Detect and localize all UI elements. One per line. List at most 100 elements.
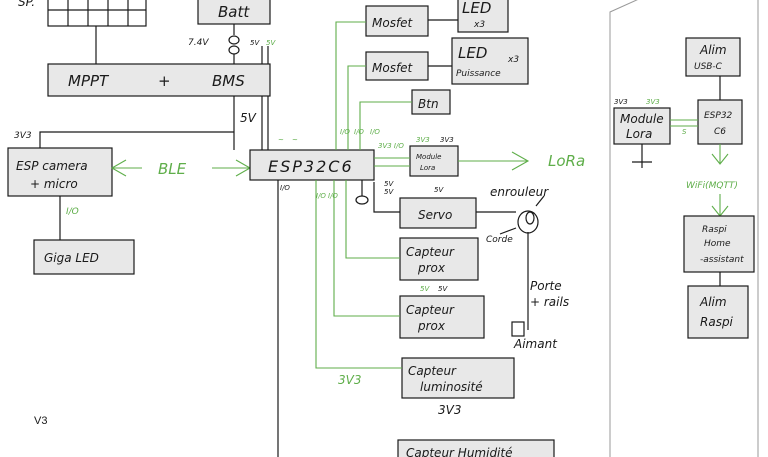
esp-camera-label: ESP camera [16, 159, 88, 173]
alim-label: Alim [699, 43, 727, 57]
esp-camera-sub-label: + micro [30, 177, 78, 191]
module-lora-sub-label: Lora [626, 127, 652, 141]
svg-text:~: ~ [278, 136, 284, 144]
svg-text:~: ~ [292, 136, 298, 144]
esp32c6-main-block: ESP32C6 [249, 149, 375, 181]
porte-label: Porte [530, 279, 562, 293]
voltage-label: 5V [240, 111, 257, 125]
svg-text:I/O: I/O [354, 128, 364, 136]
connector-icon [228, 45, 240, 55]
alim-usbc-block: Alim USB-C [685, 37, 741, 77]
aimant-label: Aimant [513, 337, 558, 351]
porte-sub-label: + rails [530, 295, 569, 309]
led-2-block: LED x3 Puissance [451, 37, 529, 85]
capteur-label: Capteur [408, 364, 457, 378]
enrouleur-label: enrouleur [490, 185, 549, 199]
connector-icon [228, 35, 240, 45]
voltage-label: 5V [250, 39, 260, 47]
voltage-label: 3V3 [440, 136, 454, 144]
winch-icon [517, 210, 539, 234]
module-lora-label: Module [620, 112, 664, 126]
module-lora-block: Module Lora [409, 145, 459, 177]
svg-text:I/O: I/O [316, 192, 326, 200]
esp32c6-right-block: ESP32 C6 [697, 99, 743, 145]
svg-text:I/O: I/O [370, 128, 380, 136]
ble-link: BLE [110, 159, 252, 178]
raspi-sub-label: Home [704, 239, 731, 249]
mosfet-2-block: Mosfet [365, 51, 429, 81]
solar-panel: SP. [18, 0, 147, 27]
battery-label: Batt [218, 3, 250, 21]
capteur-sub-label: prox [417, 319, 446, 333]
capteur-label: Capteur [406, 245, 455, 259]
esp32-sub-label: C6 [714, 127, 726, 137]
alim-raspi-block: Alim Raspi [687, 285, 749, 339]
mppt-bms-block: MPPT + BMS [47, 63, 271, 97]
ble-label: BLE [158, 160, 187, 178]
io-label: I/O [280, 184, 290, 192]
voltage-label: 3V3 [614, 98, 628, 106]
capteur-sub-label: luminosité [420, 380, 483, 394]
lora-label: LoRa [548, 152, 585, 170]
io-label: I/O [66, 207, 79, 217]
alim-sub-label: Raspi [700, 315, 734, 329]
voltage-label: 3V3 [646, 98, 660, 106]
magnet-icon [511, 321, 525, 337]
raspi-label: Raspi [702, 225, 727, 235]
mosfet-1-block: Mosfet [365, 5, 429, 37]
wifi-label: WiFi(MQTT) [686, 181, 738, 191]
led-label: LED [462, 0, 491, 17]
voltage-label: 3V3 [14, 131, 32, 141]
alim-sub-label: USB-C [694, 62, 723, 72]
capteur-humidite-block: Capteur Humidité [397, 439, 555, 457]
giga-led-block: Giga LED [33, 239, 135, 275]
svg-text:5V: 5V [384, 188, 394, 196]
led-power-label: Puissance [456, 69, 501, 79]
voltage-label: 5V [434, 186, 444, 194]
mppt-label: MPPT [68, 72, 110, 90]
svg-text:3V3 I/O: 3V3 I/O [378, 142, 404, 150]
capteur-sub-label: prox [417, 261, 446, 275]
voltage-label: 3V3 [438, 403, 461, 417]
svg-text:I/O: I/O [340, 128, 350, 136]
svg-text:5V: 5V [384, 180, 394, 188]
module-lora-sub-label: Lora [420, 164, 435, 172]
capteur-prox-1-block: Capteur prox [399, 237, 479, 281]
voltage-label: 5V [420, 285, 430, 293]
voltage-label: 3V3 [416, 136, 430, 144]
capteur-luminosite-block: Capteur luminosité [401, 357, 515, 399]
svg-text:5V: 5V [438, 285, 448, 293]
battery-block: Batt [197, 0, 271, 25]
esp32-label: ESP32 [704, 111, 733, 121]
button-block: Btn [411, 89, 451, 115]
led-label: LED [458, 44, 487, 62]
lora-antenna: LoRa [458, 151, 585, 171]
mosfet-label: Mosfet [372, 61, 414, 75]
mosfet-label: Mosfet [372, 16, 414, 30]
capteur-label: Capteur Humidité [406, 446, 512, 457]
button-label: Btn [418, 97, 439, 111]
esp32c6-label: ESP32C6 [268, 157, 354, 176]
module-lora-label: Module [416, 153, 441, 161]
alim-label: Alim [699, 295, 727, 309]
voltage-label: 5V [266, 39, 276, 47]
led-count-label: x3 [473, 20, 485, 30]
capteur-label: Capteur [406, 303, 455, 317]
led-1-block: LED x3 [457, 0, 509, 33]
voltage-label: 3V3 [338, 373, 361, 387]
raspi-sub-label: -assistant [700, 255, 744, 265]
corde-label: Corde [486, 235, 513, 245]
plus-label: + [158, 72, 171, 90]
servo-block: Servo [399, 197, 477, 229]
servo-label: Servo [418, 208, 452, 222]
bms-label: BMS [212, 72, 245, 90]
version-label: V3 [34, 415, 47, 427]
solar-panel-label: SP. [18, 0, 35, 9]
voltage-label: 7.4V [188, 38, 209, 48]
raspi-homeassistant-block: Raspi Home -assistant [683, 215, 755, 273]
led-count-label: x3 [507, 55, 519, 65]
capteur-prox-2-block: Capteur prox [399, 295, 485, 339]
esp-camera-block: ESP camera + micro [7, 147, 113, 197]
giga-led-label: Giga LED [44, 251, 99, 265]
